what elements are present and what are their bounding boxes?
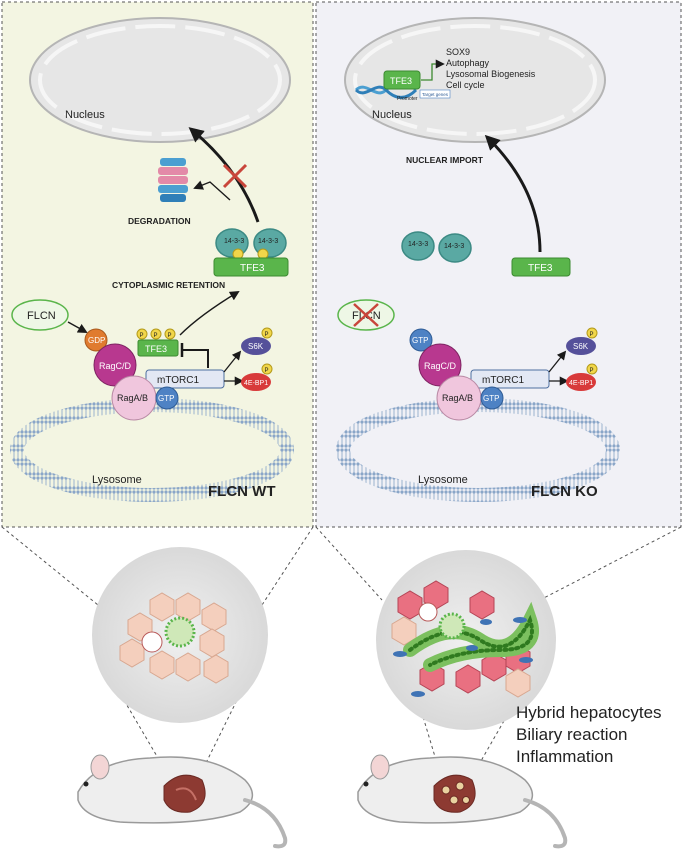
wt-liver (163, 774, 206, 813)
wt-tissue-lens (92, 547, 268, 723)
ebp1-node (241, 373, 271, 391)
left-panel-title: FLCN WT (208, 483, 275, 500)
s6k-ko-phospho: P (590, 332, 594, 338)
nucleus-left: Nucleus (29, 17, 291, 143)
flcn-ko-node: FLCN (337, 299, 395, 331)
nuclear-import-arrow (484, 134, 542, 253)
tfe3-free-node (511, 257, 571, 277)
s6k-node (241, 337, 271, 355)
wt-bile-duct (164, 616, 196, 648)
degradation-label: DEGRADATION (128, 216, 191, 226)
tfe3-label: TFE3 (145, 344, 167, 354)
tfe3-nuclear-node (383, 70, 421, 90)
s6k-ko-node (566, 337, 596, 355)
phospho-p2: P (154, 333, 158, 339)
ragab-label: RagA/B (117, 393, 148, 403)
free-1433-label-b: 14-3-3 (444, 243, 464, 250)
ko-tissue-lens (376, 550, 556, 730)
flcn-cross-b (353, 303, 379, 327)
ebp1-label: 4E-BP1 (244, 380, 268, 387)
right-panel: Nucleus TFE3 Promoter Target genes SOX9 … (315, 1, 682, 528)
lysosome-label: Lysosome (92, 474, 142, 486)
ebp1-ko-label: 4E-BP1 (569, 380, 593, 387)
s6k-ko-label: S6K (573, 342, 589, 351)
ebp1-phospho: P (265, 368, 269, 374)
ebp1-ko-phospho: P (590, 368, 594, 374)
tfe3-nuclear-label: TFE3 (390, 76, 412, 86)
right-panel-title: FLCN KO (531, 483, 598, 500)
nuclear-import-label: NUCLEAR IMPORT (406, 155, 484, 165)
tfe3-free-label: TFE3 (528, 263, 553, 274)
free-14-3-3: 14-3-3 14-3-3 (401, 231, 472, 263)
ko-mouse-icon (357, 754, 568, 849)
gene-lysosomal-biogenesis: Lysosomal Biogenesis (446, 69, 536, 79)
nucleus-label: Nucleus (65, 109, 105, 121)
proteasome-icon (158, 158, 188, 202)
gdp-node (84, 328, 108, 352)
promoter-label: Promoter (397, 96, 418, 102)
wt-mouse-icon (77, 754, 288, 849)
flcn-label: FLCN (27, 310, 56, 322)
retention-arrow (179, 290, 240, 336)
gene-autophagy: Autophagy (446, 58, 490, 68)
cytoplasmic-retention-label: CYTOPLASMIC RETENTION (112, 280, 225, 290)
gtp-ko-node (480, 386, 504, 410)
protein-1433-label-a: 14-3-3 (224, 238, 244, 245)
gtp-label: GTP (158, 394, 174, 403)
ko-liver-nodules (441, 781, 470, 805)
inflammatory-cells (393, 617, 533, 697)
ko-vessel (418, 602, 438, 622)
left-panel: Nucleus DEGRADATION 14-3-3 14-3-3 TF (1, 1, 314, 528)
phenotype-inflammation: Inflammation (516, 747, 613, 766)
gtp-top-node (409, 328, 433, 352)
gene-cell-cycle: Cell cycle (446, 80, 485, 90)
transcription-arrow (421, 59, 445, 81)
ko-liver (433, 774, 476, 813)
bound-14-3-3-complex: 14-3-3 14-3-3 TFE3 (213, 228, 289, 277)
nucleus-label-right: Nucleus (372, 109, 412, 121)
nucleus-right: Nucleus (344, 17, 606, 143)
gtp-top-label: GTP (412, 336, 428, 345)
s6k-ko-arrow (548, 350, 567, 373)
gdp-label: GDP (88, 336, 105, 345)
ko-bile-duct (438, 612, 466, 640)
s6k-label: S6K (248, 342, 264, 351)
phenotype-hybrid-hepatocytes: Hybrid hepatocytes (516, 703, 662, 722)
phenotype-biliary-reaction: Biliary reaction (516, 725, 628, 744)
ragcd-ko-label: RagC/D (424, 361, 457, 371)
mtorc1-label: mTORC1 (157, 375, 199, 386)
flcn-arrow (67, 321, 88, 333)
lysosome-ko-label: Lysosome (418, 474, 468, 486)
target-genes-label: Target genes (422, 92, 449, 97)
tfe3-bound-label: TFE3 (240, 263, 265, 274)
free-1433-label-a: 14-3-3 (408, 241, 428, 248)
protein-1433-label-b: 14-3-3 (258, 238, 278, 245)
ragcd-label: RagC/D (99, 361, 132, 371)
gene-sox9: SOX9 (446, 47, 470, 57)
wt-vessel (141, 631, 163, 653)
inhibition-line (182, 349, 209, 368)
ragab-ko-label: RagA/B (442, 393, 473, 403)
flcn-node: FLCN (11, 299, 69, 331)
gtp-node (155, 386, 179, 410)
mtorc1-ko-label: mTORC1 (482, 375, 524, 386)
degradation-arrow (193, 180, 231, 201)
ebp1-ko-node (566, 373, 596, 391)
target-genes-box (419, 89, 451, 99)
tfe3-phospho-node: TFE3 P P P (136, 328, 179, 357)
gene-list: SOX9 Autophagy Lysosomal Biogenesis Cell… (446, 47, 536, 90)
phospho-p3: P (168, 333, 172, 339)
gtp-ko-label: GTP (483, 394, 499, 403)
blocked-cross-icon (222, 163, 248, 189)
phospho-p1: P (140, 333, 144, 339)
phenotype-list: Hybrid hepatocytes Biliary reaction Infl… (516, 703, 662, 766)
s6k-arrow (223, 350, 242, 373)
s6k-phospho: P (265, 332, 269, 338)
